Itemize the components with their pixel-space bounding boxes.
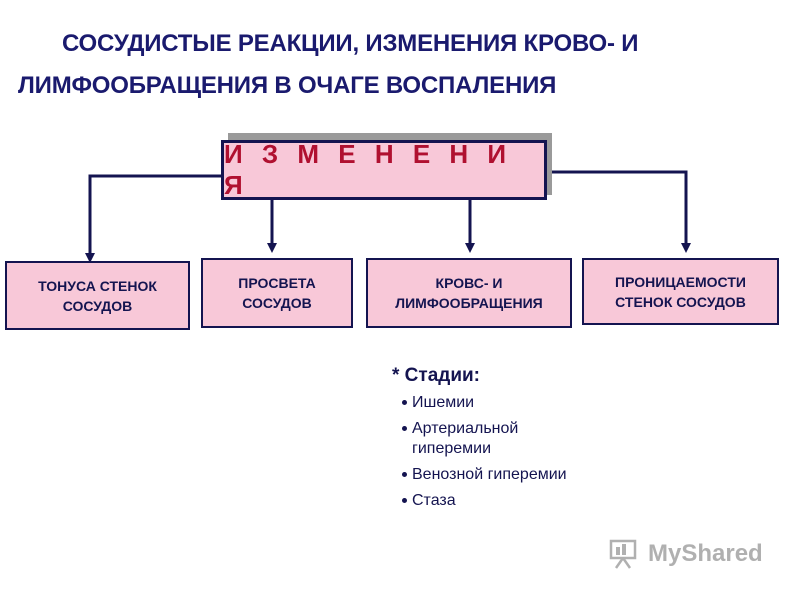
arrow-to-tone-box — [85, 174, 224, 263]
slide-title-line-1: СОСУДИСТЫЕ РЕАКЦИИ, ИЗМЕНЕНИЯ КРОВО- И — [62, 30, 639, 57]
watermark: MyShared — [608, 538, 763, 570]
box-vessel-wall-tone-label: ТОНУСА СТЕНОК СОСУДОВ — [38, 277, 157, 314]
arrow-to-permeability-box — [546, 170, 691, 253]
slide-title-line-2: ЛИМФООБРАЩЕНИЯ В ОЧАГЕ ВОСПАЛЕНИЯ — [18, 72, 557, 99]
stage-item: Артериальной гиперемии — [402, 419, 567, 459]
changes-main-box: И З М Е Н Е Н И Я — [221, 139, 547, 200]
box-blood-lymph-flow: КРОВС- И ЛИМФООБРАЩЕНИЯ — [366, 258, 572, 328]
changes-main-label: И З М Е Н Е Н И Я — [224, 139, 513, 200]
box-wall-permeability: ПРОНИЦАЕМОСТИ СТЕНОК СОСУДОВ — [582, 258, 779, 325]
stages-list-block: * Стадии: Ишемии Артериальной гиперемии … — [392, 365, 567, 517]
box-vessel-lumen: ПРОСВЕТА СОСУДОВ — [201, 258, 353, 328]
box-vessel-wall-tone: ТОНУСА СТЕНОК СОСУДОВ — [5, 261, 190, 330]
bullet-icon — [402, 498, 407, 503]
box-wall-permeability-label: ПРОНИЦАЕМОСТИ СТЕНОК СОСУДОВ — [615, 273, 746, 310]
watermark-text: MyShared — [648, 540, 763, 567]
stages-list: Ишемии Артериальной гиперемии Венозной г… — [392, 393, 567, 511]
stages-heading: * Стадии: — [392, 365, 481, 386]
bullet-icon — [402, 426, 407, 431]
stage-item: Ишемии — [402, 393, 567, 413]
bullet-icon — [402, 472, 407, 477]
presentation-board-icon — [609, 539, 637, 569]
box-vessel-lumen-label: ПРОСВЕТА СОСУДОВ — [238, 275, 316, 311]
stage-item: Венозной гиперемии — [402, 465, 567, 485]
stage-item: Стаза — [402, 491, 567, 511]
box-blood-lymph-flow-label: КРОВС- И ЛИМФООБРАЩЕНИЯ — [395, 275, 543, 311]
bullet-icon — [402, 400, 407, 405]
